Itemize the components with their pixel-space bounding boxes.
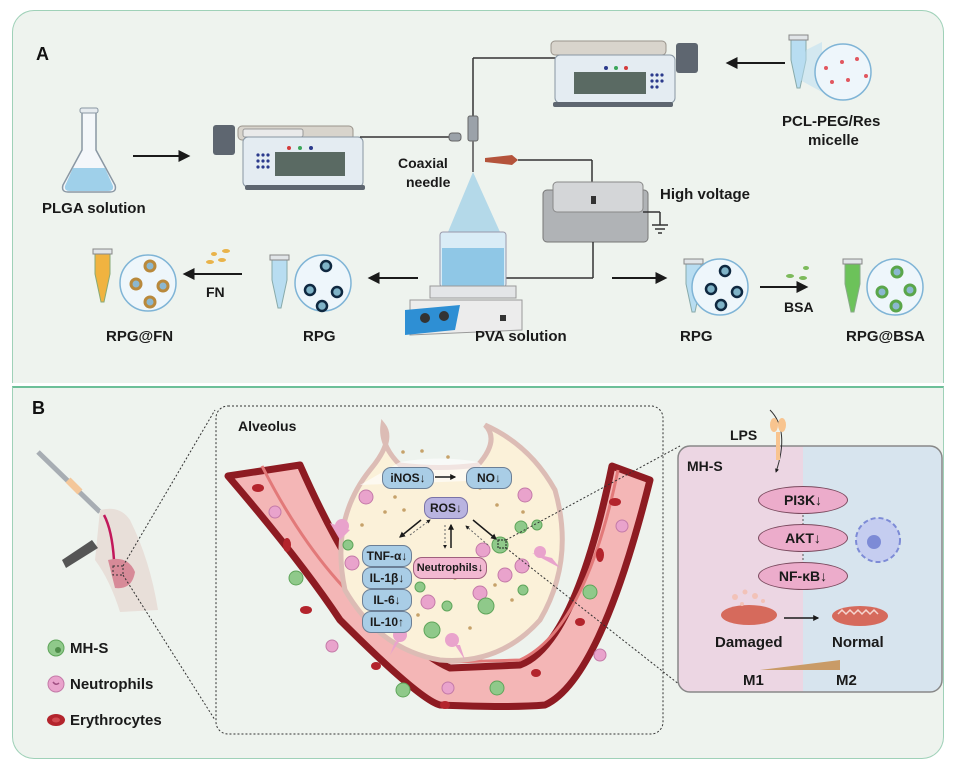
bsa-label: BSA — [784, 299, 814, 315]
high-voltage-label: High voltage — [660, 186, 751, 203]
fn-label: FN — [206, 284, 225, 300]
lps-receptor-icon — [769, 409, 786, 473]
legend-mhs-icon — [47, 639, 65, 657]
alveolus-mhs-cells — [342, 519, 543, 639]
rpg-right-tube-icon — [683, 258, 749, 316]
nfkb-node: NF-κB↓ — [758, 562, 848, 590]
alveolus-label: Alveolus — [238, 418, 297, 434]
rpg-bsa-tube-icon — [842, 258, 924, 316]
panel-b-label: B — [32, 398, 45, 418]
rpg-fn-label: RPG@FN — [106, 328, 174, 345]
erlenmeyer-flask-icon — [61, 107, 117, 193]
m2-label: M2 — [836, 672, 857, 689]
il-1b-marker: IL-1β↓ — [362, 567, 412, 589]
high-voltage-supply-icon — [500, 181, 668, 279]
il-6-marker: IL-6↓ — [362, 589, 412, 611]
tnf-alpha-marker: TNF-α↓ — [362, 545, 412, 567]
rpg-left-tube-icon — [269, 254, 352, 313]
ros-marker: ROS↓ — [424, 497, 468, 519]
legend-mhs-label: MH-S — [70, 640, 109, 657]
rpg-right-label: RPG — [680, 328, 713, 345]
damaged-mitochondria-icon — [721, 589, 777, 625]
pva-solution-label: PVA solution — [475, 328, 567, 345]
no-marker: NO↓ — [466, 467, 512, 489]
damaged-label: Damaged — [715, 634, 783, 651]
vessel-erythrocytes — [252, 484, 621, 709]
magnetic-stirrer-beaker-icon — [405, 231, 523, 336]
bsa-protein-icon — [786, 266, 809, 280]
coaxial-needle-icon — [448, 57, 593, 232]
alveolus-zoom-box — [215, 405, 664, 735]
legend-erythrocyte-icon — [47, 714, 65, 726]
mhs-cell-label: MH-S — [687, 458, 723, 474]
micelle-tube-icon — [788, 34, 872, 101]
coaxial-needle-label-line1: Coaxial — [398, 155, 448, 171]
coaxial-needle-label-line2: needle — [406, 174, 451, 190]
micelle-label-line1: PCL-PEG/Res — [782, 113, 881, 130]
rpg-left-label: RPG — [303, 328, 336, 345]
normal-label: Normal — [832, 634, 884, 651]
lps-label: LPS — [730, 427, 758, 443]
micelle-label-line2: micelle — [808, 132, 859, 149]
normal-mitochondria-icon — [832, 606, 888, 626]
rpg-fn-tube-icon — [92, 248, 177, 312]
rpg-bsa-label: RPG@BSA — [846, 328, 925, 345]
legend-erythrocytes-label: Erythrocytes — [70, 712, 162, 729]
fn-protein-icon — [206, 249, 230, 264]
legend-neutrophils-label: Neutrophils — [70, 676, 154, 693]
m1-label: M1 — [743, 672, 764, 689]
m1-m2-gradient-wedge — [760, 660, 840, 670]
inos-marker: iNOS↓ — [382, 467, 434, 489]
plga-solution-label: PLGA solution — [42, 200, 146, 217]
il-10-marker: IL-10↑ — [362, 611, 412, 633]
migrating-neutrophils — [330, 519, 560, 660]
vessel-mhs-cells — [288, 570, 598, 698]
legend-neutrophil-icon — [47, 675, 65, 693]
syringe-pump-left-icon — [213, 125, 365, 190]
pi3k-node: PI3K↓ — [758, 486, 848, 514]
vessel-neutrophils — [268, 505, 629, 695]
alveolus-neutrophils — [344, 487, 533, 610]
nucleus-icon — [855, 517, 901, 563]
neutrophils-marker: Neutrophils↓ — [413, 557, 487, 579]
panel-a-label: A — [36, 44, 49, 64]
syringe-pump-right-icon — [550, 40, 698, 107]
akt-node: AKT↓ — [758, 524, 848, 552]
mouse-injection-icon — [36, 409, 216, 721]
